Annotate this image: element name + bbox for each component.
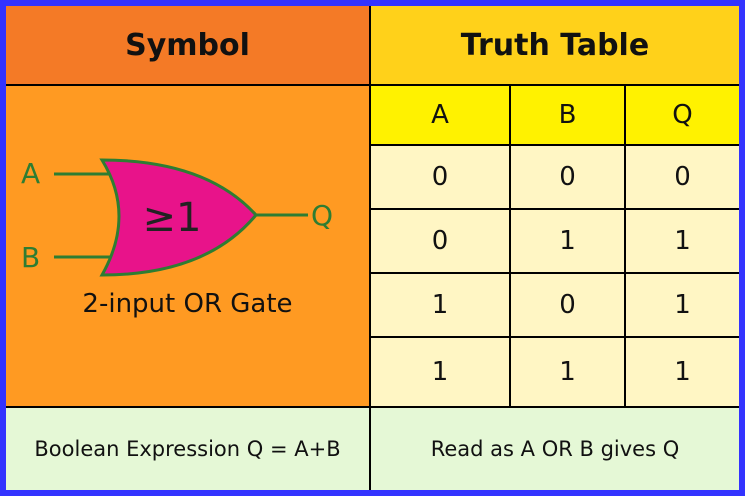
table-cell: 0 bbox=[511, 146, 624, 208]
or-gate-symbol: A B Q ≥1 bbox=[21, 157, 333, 277]
table-cell: 1 bbox=[371, 274, 509, 336]
table-cell: 1 bbox=[626, 338, 739, 406]
table-cell: 0 bbox=[511, 274, 624, 336]
table-cell: 1 bbox=[511, 210, 624, 272]
table-cell: 1 bbox=[511, 338, 624, 406]
symbol-panel: A B Q ≥1 2-input OR Gate bbox=[6, 86, 369, 406]
truth-table-header: Truth Table bbox=[371, 6, 739, 84]
column-header-a: A bbox=[371, 86, 509, 144]
column-header-b: B bbox=[511, 86, 624, 144]
symbol-header: Symbol bbox=[6, 6, 369, 84]
input-b-label: B bbox=[21, 241, 40, 274]
gate-caption: 2-input OR Gate bbox=[82, 289, 293, 319]
output-q-label: Q bbox=[311, 199, 333, 232]
table-cell: 0 bbox=[371, 146, 509, 208]
table-cell: 0 bbox=[626, 146, 739, 208]
or-gate-body bbox=[99, 158, 258, 277]
table-cell: 0 bbox=[371, 210, 509, 272]
table-cell: 1 bbox=[626, 274, 739, 336]
table-cell: 1 bbox=[371, 338, 509, 406]
boolean-expression: Boolean Expression Q = A+B bbox=[6, 408, 369, 490]
table-cell: 1 bbox=[626, 210, 739, 272]
gate-symbol-text: ≥1 bbox=[143, 195, 202, 241]
reading-text: Read as A OR B gives Q bbox=[371, 408, 739, 490]
column-header-q: Q bbox=[626, 86, 739, 144]
input-a-label: A bbox=[21, 157, 40, 190]
